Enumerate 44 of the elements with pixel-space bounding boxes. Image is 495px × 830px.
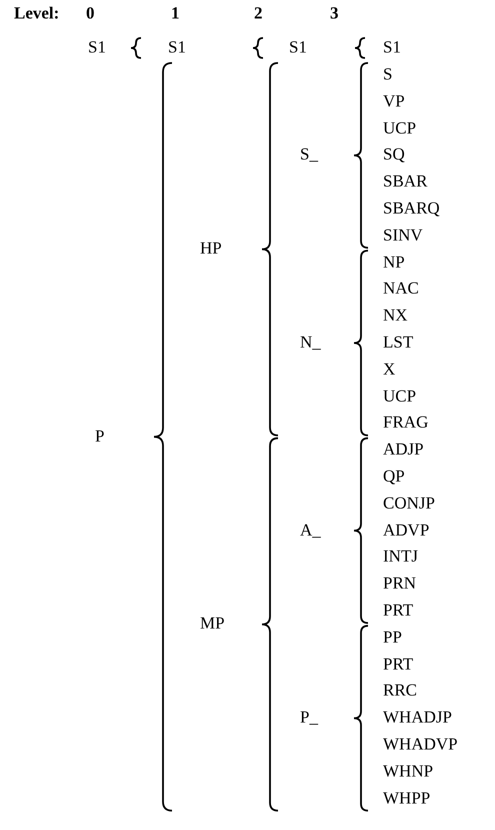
category-label: P (95, 427, 104, 446)
category-label: S1 (88, 38, 106, 58)
category-label: WHPP (383, 789, 430, 808)
category-label: UCP (383, 387, 416, 406)
level-number: 3 (330, 4, 338, 24)
level-number: 0 (86, 4, 94, 24)
category-label: LST (383, 334, 414, 352)
category-label: S1 (168, 38, 186, 58)
category-label: S1 (383, 38, 401, 58)
category-label: WHNP (383, 762, 434, 782)
level-number: 2 (254, 4, 262, 24)
category-label: PRT (383, 602, 414, 620)
category-label: P_ (300, 708, 318, 728)
category-label: PRT (383, 655, 414, 674)
category-label: PP (383, 628, 402, 648)
category-label: UCP (383, 119, 416, 138)
category-label: MP (200, 615, 225, 634)
level-heading: Level: (14, 4, 60, 24)
category-label: VP (383, 92, 405, 112)
category-label: FRAG (383, 414, 428, 433)
category-label: ADJP (383, 440, 424, 460)
category-label: SBAR (383, 172, 428, 192)
category-label: S_ (300, 146, 318, 165)
category-label: NP (383, 253, 405, 272)
category-label: PRN (383, 574, 416, 594)
category-label: CONJP (383, 494, 435, 514)
category-label: RRC (383, 682, 418, 701)
level-number: 1 (171, 4, 180, 24)
category-label: WHADJP (383, 708, 452, 728)
category-label: NX (383, 306, 408, 326)
category-label: ADVP (383, 521, 430, 540)
category-label: SBARQ (383, 200, 440, 218)
category-label: WHADVP (383, 736, 458, 754)
category-label: NAC (383, 280, 419, 299)
category-label: S (383, 66, 392, 84)
category-label: QP (383, 468, 405, 486)
category-label: A_ (300, 521, 321, 540)
category-label: S1 (289, 38, 307, 58)
category-label: X (383, 360, 396, 380)
category-label: N_ (300, 334, 321, 352)
category-label: HP (200, 240, 222, 259)
category-label: SQ (383, 146, 405, 165)
category-label: INTJ (383, 548, 418, 567)
category-label: SINV (383, 226, 423, 246)
